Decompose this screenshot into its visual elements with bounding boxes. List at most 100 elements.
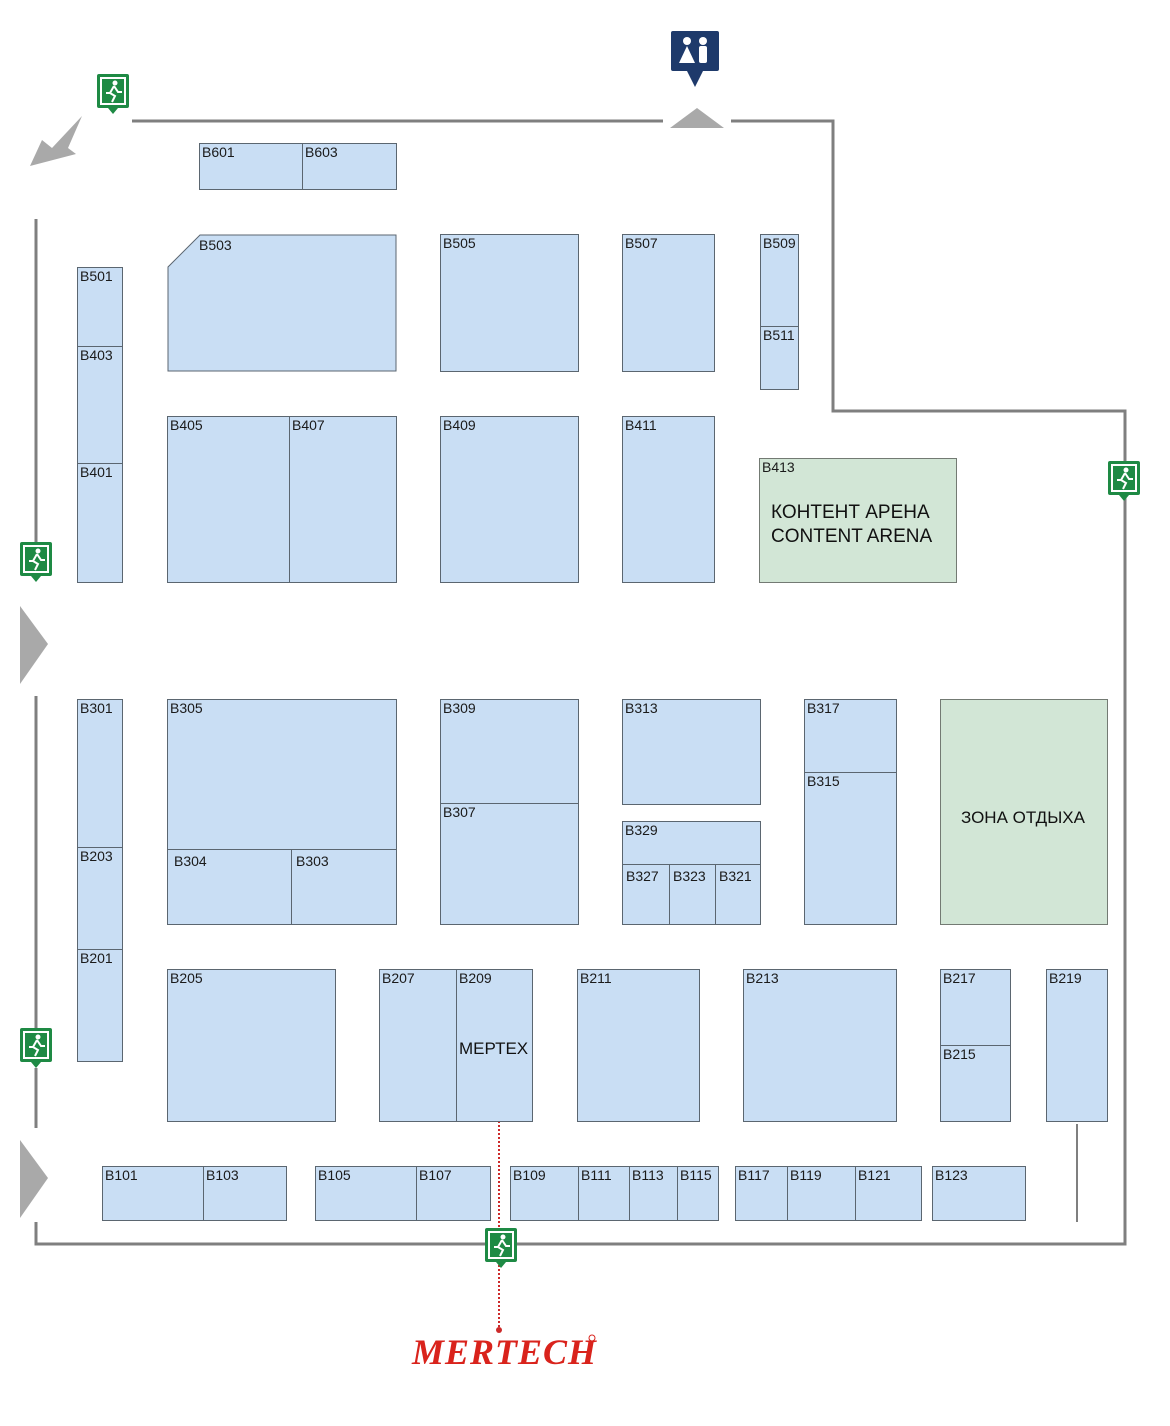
booth-b403[interactable]: B403 [77, 346, 123, 464]
booth-b329[interactable]: B329 [622, 821, 761, 866]
booth-label: B401 [80, 464, 113, 480]
booth-b305[interactable]: B305 [167, 699, 397, 851]
booth-b103[interactable]: B103 [203, 1166, 287, 1221]
booth-label: B505 [443, 235, 476, 251]
booth-label: B407 [292, 417, 325, 433]
booth-b315[interactable]: B315 [804, 772, 897, 925]
booth-b509[interactable]: B509 [760, 234, 799, 327]
booth-b201[interactable]: B201 [77, 949, 123, 1062]
booth-label: B321 [719, 868, 752, 884]
booth-label: B405 [170, 417, 203, 433]
booth-label: B315 [807, 773, 840, 789]
booth-label: B303 [296, 853, 329, 869]
booth-label: B313 [625, 700, 658, 716]
booth-b327[interactable]: B327 [622, 864, 671, 925]
booth-b603[interactable]: B603 [302, 143, 397, 190]
booth-label: B507 [625, 235, 658, 251]
booth-label: B115 [680, 1167, 712, 1183]
booth-label: B327 [626, 868, 659, 884]
booth-b219[interactable]: B219 [1046, 969, 1108, 1122]
booth-label: B117 [738, 1167, 770, 1183]
booth-label: B511 [763, 327, 795, 343]
booth-b309[interactable]: B309 [440, 699, 579, 805]
booth-label: B109 [513, 1167, 546, 1183]
booth-label: B413 [762, 459, 795, 475]
restroom-icon [671, 31, 719, 87]
booth-b115[interactable]: B115 [677, 1166, 719, 1221]
booth-b211[interactable]: B211 [577, 969, 700, 1122]
booth-b409[interactable]: B409 [440, 416, 579, 583]
booth-b317[interactable]: B317 [804, 699, 897, 774]
booth-b117[interactable]: B117 [735, 1166, 789, 1221]
booth-b401[interactable]: B401 [77, 463, 123, 583]
booth-b301[interactable]: B301 [77, 699, 123, 849]
booth-b407[interactable]: B407 [289, 416, 397, 583]
booth-b304[interactable]: B304 [167, 849, 293, 925]
booth-b209-mertech[interactable]: B209 МЕРТЕХ [456, 969, 533, 1122]
booth-b217[interactable]: B217 [940, 969, 1011, 1047]
booth-b215[interactable]: B215 [940, 1045, 1011, 1122]
booth-b205[interactable]: B205 [167, 969, 336, 1122]
booth-label: B309 [443, 700, 476, 716]
booth-label: B601 [202, 144, 235, 160]
rest-zone[interactable]: ЗОНА ОТДЫХА [940, 699, 1108, 925]
booth-b119[interactable]: B119 [787, 1166, 857, 1221]
booth-label: B219 [1049, 970, 1082, 986]
entrance-arrow-icon [670, 108, 724, 128]
booth-b101[interactable]: B101 [102, 1166, 205, 1221]
booth-label: B501 [80, 268, 113, 284]
mertech-logo: MERTECH [411, 1332, 596, 1372]
booth-label: B503 [199, 237, 232, 253]
booth-b307[interactable]: B307 [440, 803, 579, 925]
booth-b501[interactable]: B501 [77, 267, 123, 348]
booth-b411[interactable]: B411 [622, 416, 715, 583]
booth-label: B201 [80, 950, 113, 966]
booth-label: B409 [443, 417, 476, 433]
booth-b323[interactable]: B323 [669, 864, 717, 925]
booth-label: B215 [943, 1046, 976, 1062]
booth-b111[interactable]: B111 [578, 1166, 631, 1221]
booth-label: B101 [105, 1167, 138, 1183]
rest-zone-label: ЗОНА ОТДЫХА [961, 808, 1085, 827]
booth-b105[interactable]: B105 [315, 1166, 418, 1221]
booth-b123[interactable]: B123 [932, 1166, 1026, 1221]
emergency-exit-icon [485, 1228, 517, 1268]
booth-b505[interactable]: B505 [440, 234, 579, 372]
booth-b107[interactable]: B107 [416, 1166, 491, 1221]
booth-b121[interactable]: B121 [855, 1166, 922, 1221]
booth-b503[interactable] [167, 234, 398, 372]
emergency-exit-icon [97, 74, 129, 114]
booth-label: B301 [80, 700, 113, 716]
booth-label: B119 [790, 1167, 822, 1183]
booth-b321[interactable]: B321 [715, 864, 761, 925]
booth-b313[interactable]: B313 [622, 699, 761, 805]
booth-label: B113 [632, 1167, 664, 1183]
booth-label: B121 [858, 1167, 891, 1183]
booth-b303[interactable]: B303 [291, 849, 397, 925]
booth-label: B403 [80, 347, 113, 363]
booth-label: B317 [807, 700, 840, 716]
booth-b203[interactable]: B203 [77, 847, 123, 951]
emergency-exit-icon [20, 542, 52, 582]
booth-b413-content-arena[interactable]: B413 КОНТЕНТ АРЕНА CONTENT ARENA [759, 458, 957, 583]
booth-b507[interactable]: B507 [622, 234, 715, 372]
booth-label: B304 [174, 853, 207, 869]
booth-label: B111 [581, 1167, 612, 1183]
booth-b511[interactable]: B511 [760, 326, 799, 390]
booth-b405[interactable]: B405 [167, 416, 291, 583]
booth-b207[interactable]: B207 [379, 969, 458, 1122]
booth-b113[interactable]: B113 [629, 1166, 679, 1221]
booth-label: B307 [443, 804, 476, 820]
content-arena-ru-label: КОНТЕНТ АРЕНА [771, 502, 930, 523]
booth-label: B509 [763, 235, 796, 251]
booth-b213[interactable]: B213 [743, 969, 897, 1122]
booth-label: B213 [746, 970, 779, 986]
content-arena-en-label: CONTENT ARENA [771, 526, 933, 547]
booth-label: B323 [673, 868, 706, 884]
booth-b109[interactable]: B109 [510, 1166, 580, 1221]
booth-b601[interactable]: B601 [199, 143, 303, 190]
booth-label: B305 [170, 700, 203, 716]
mertech-booth-label: МЕРТЕХ [459, 1039, 529, 1058]
entrance-arrow-icon [30, 116, 82, 166]
